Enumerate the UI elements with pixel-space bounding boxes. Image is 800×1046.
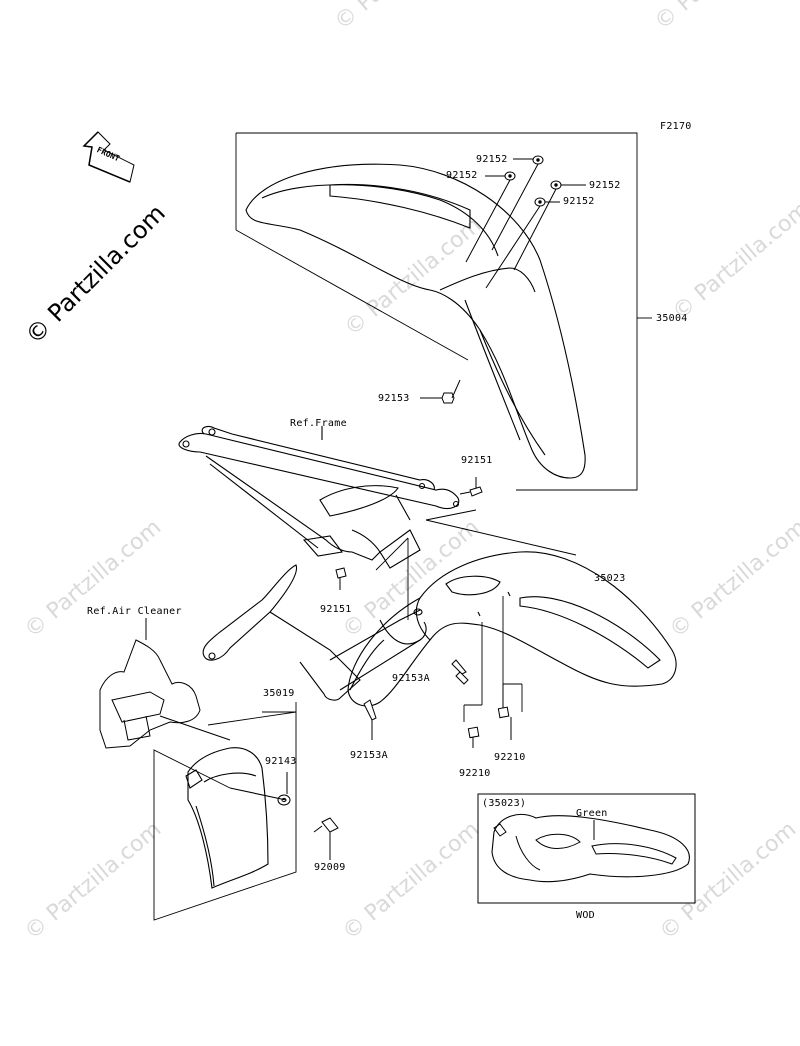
part-label-92210[interactable]: 92210 bbox=[494, 752, 526, 763]
inset-variant-label: WOD bbox=[576, 910, 595, 921]
part-label-35019[interactable]: 35019 bbox=[263, 688, 295, 699]
mud-guard-group-outline bbox=[153, 702, 297, 921]
rear-fender-35023 bbox=[347, 551, 677, 707]
mud-guard-35019 bbox=[185, 747, 287, 889]
part-label-92152[interactable]: 92152 bbox=[589, 180, 621, 191]
variant-inset-box bbox=[477, 793, 696, 904]
front-direction-arrow: FRONT bbox=[82, 131, 135, 183]
part-label-92151[interactable]: 92151 bbox=[320, 604, 352, 615]
subframe bbox=[178, 425, 460, 701]
part-label-92152[interactable]: 92152 bbox=[446, 170, 478, 181]
washer-92152-group bbox=[465, 155, 586, 289]
bolt-92151-group bbox=[335, 477, 483, 590]
ref-frame-label[interactable]: Ref.Frame bbox=[290, 418, 347, 429]
diagram-id: F2170 bbox=[660, 121, 692, 132]
bolt-92153A-group bbox=[363, 659, 469, 740]
air-cleaner-reference bbox=[99, 618, 231, 749]
part-label-92153A[interactable]: 92153A bbox=[392, 673, 430, 684]
front-fender-35004 bbox=[245, 163, 586, 479]
part-label-92151[interactable]: 92151 bbox=[461, 455, 493, 466]
part-label-35004[interactable]: 35004 bbox=[656, 313, 688, 324]
ref-air-cleaner-label[interactable]: Ref.Air Cleaner bbox=[87, 606, 182, 617]
inset-color-label: Green bbox=[576, 808, 608, 819]
part-label-92152[interactable]: 92152 bbox=[563, 196, 595, 207]
part-label-35023[interactable]: 35023 bbox=[594, 573, 626, 584]
part-label-92153A[interactable]: 92153A bbox=[350, 750, 388, 761]
front-fender-group-outline bbox=[235, 132, 652, 491]
rear-fender-guides bbox=[375, 509, 577, 722]
nut-92210-group bbox=[467, 684, 512, 748]
screw-92009 bbox=[313, 817, 339, 860]
inset-part-ref[interactable]: (35023) bbox=[482, 798, 527, 809]
part-label-92152[interactable]: 92152 bbox=[476, 154, 508, 165]
bolt-92153 bbox=[420, 379, 461, 404]
part-label-92210[interactable]: 92210 bbox=[459, 768, 491, 779]
part-label-92153[interactable]: 92153 bbox=[378, 393, 410, 404]
part-label-92143[interactable]: 92143 bbox=[265, 756, 297, 767]
part-label-92009[interactable]: 92009 bbox=[314, 862, 346, 873]
washer-92143 bbox=[277, 772, 291, 806]
